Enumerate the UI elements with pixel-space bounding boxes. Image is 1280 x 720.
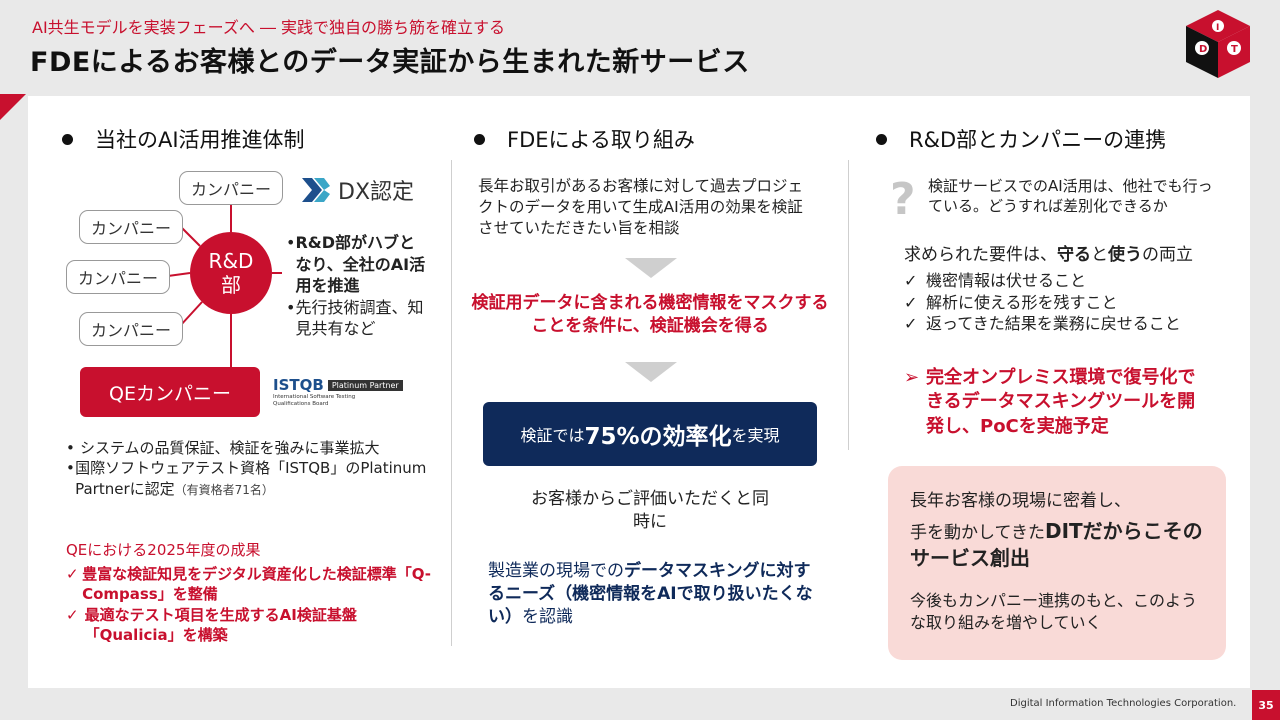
- req-post: の両立: [1142, 245, 1193, 265]
- col3-heading: R&D部とカンパニーの連携: [876, 124, 1166, 154]
- rd-hub-label: R&D 部: [208, 249, 254, 297]
- dx-logo-icon: [302, 178, 330, 202]
- col2-heading: FDEによる取り組み: [474, 124, 695, 154]
- company-box: カンパニー: [79, 312, 183, 346]
- result-post: を実現: [731, 426, 780, 445]
- check-item: ✓解析に使える形を残すこと: [904, 292, 1118, 312]
- qe-bullet-note: （有資格者71名）: [174, 482, 274, 497]
- heading-bullet: [62, 133, 73, 145]
- page-number: 35: [1252, 690, 1280, 720]
- summary-pre: 手を動かしてきた: [910, 523, 1045, 543]
- flow-arrow: [625, 362, 677, 382]
- result-item: ✓最適なテスト項目を生成するAI検証基盤「Qualicia」を構築: [66, 605, 436, 646]
- heading-bullet: [876, 133, 887, 145]
- needs-pre: 製造業の現場での: [488, 561, 624, 581]
- result-text: 豊富な検証知見をデジタル資産化した検証標準「Q-Compass」を整備: [82, 565, 432, 604]
- result-box: 検証では 75%の効率化 を実現: [483, 402, 817, 466]
- result-highlight: 75%の効率化: [584, 424, 732, 450]
- req-keyword-use: 使う: [1108, 245, 1142, 265]
- fde-evaluation: お客様からご評価いただくと同時に: [531, 489, 769, 532]
- summary-line3: 今後もカンパニー連携のもと、このような取り組みを増やしていく: [910, 591, 1198, 632]
- dit-logo: D I T: [1178, 4, 1258, 82]
- column-divider: [848, 160, 849, 450]
- hub-point-text: 先行技術調査、知見共有など: [295, 297, 424, 339]
- svg-text:I: I: [1216, 23, 1219, 33]
- flow-arrow: [625, 258, 677, 278]
- fde-needs: 製造業の現場でのデータマスキングに対するニーズ（機密情報をAIで取り扱いたくない…: [488, 560, 823, 629]
- fde-intro: 長年お取引があるお客様に対して過去プロジェクトのデータを用いて生成AI活用の効果…: [478, 177, 804, 237]
- col2-heading-text: FDEによる取り組み: [507, 128, 695, 152]
- hub-point: •R&D部がハブとなり、全社のAI活用を推進: [286, 233, 426, 296]
- qe-bullet-text: 国際ソフトウェアテスト資格「ISTQB」のPlatinum Partnerに認定: [75, 459, 427, 498]
- hub-points: •R&D部がハブとなり、全社のAI活用を推進 •先行技術調査、知見共有など: [286, 232, 426, 340]
- istqb-subtitle: International Software Testing Qualifica…: [273, 394, 356, 407]
- header-subtitle: AI共生モデルを実装フェーズへ ― 実践で独自の勝ち筋を確立する: [32, 18, 506, 37]
- qe-bullet: •国際ソフトウェアテスト資格「ISTQB」のPlatinum Partnerに認…: [66, 459, 427, 498]
- summary-line1: 長年お客様の現場に密着し、: [910, 491, 1131, 511]
- req-mid: と: [1091, 245, 1108, 265]
- footer-company: Digital Information Technologies Corpora…: [1010, 698, 1237, 709]
- column-divider: [451, 160, 452, 646]
- qe-bullet: •システムの品質保証、検証を強みに事業拡大: [66, 439, 380, 457]
- hub-connectors: [167, 200, 282, 367]
- summary-box: [888, 466, 1226, 660]
- svg-text:T: T: [1231, 44, 1238, 55]
- qe-bullet-text: システムの品質保証、検証を強みに事業拡大: [80, 439, 380, 457]
- istqb-badge: ISTQB Platinum Partner International Sof…: [273, 376, 423, 416]
- company-box: カンパニー: [79, 210, 183, 244]
- results-list: ✓豊富な検証知見をデジタル資産化した検証標準「Q-Compass」を整備 ✓最適…: [66, 564, 436, 645]
- page-title: FDEによるお客様とのデータ実証から生まれた新サービス: [30, 47, 750, 78]
- solution-text: 完全オンプレミス環境で復号化できるデータマスキングツールを開発し、PoCを実施予…: [926, 367, 1196, 437]
- summary-line2: 手を動かしてきたDITだからこそのサービス創出: [910, 518, 1210, 572]
- dx-badge: DX認定: [300, 174, 414, 206]
- company-box: カンパニー: [179, 171, 283, 205]
- needs-bold: データマスキングに対するニーズ（機密情報をAIで取り扱いたくない）: [488, 561, 813, 627]
- col3-heading-text: R&D部とカンパニーの連携: [909, 128, 1167, 152]
- dx-badge-label: DX認定: [338, 180, 415, 205]
- question-icon: ?: [890, 174, 916, 225]
- hub-point: •先行技術調査、知見共有など: [286, 297, 426, 340]
- result-item: ✓豊富な検証知見をデジタル資産化した検証標準「Q-Compass」を整備: [66, 564, 436, 605]
- company-box: カンパニー: [66, 260, 170, 294]
- heading-bullet: [474, 133, 485, 145]
- result-pre: 検証では: [520, 426, 585, 445]
- qe-company-box: QEカンパニー: [80, 367, 260, 417]
- result-text: 最適なテスト項目を生成するAI検証基盤「Qualicia」を構築: [84, 605, 357, 644]
- rd-hub: R&D 部: [190, 232, 272, 314]
- svg-text:D: D: [1199, 44, 1207, 55]
- solution: ➢完全オンプレミス環境で復号化できるデータマスキングツールを開発し、PoCを実施…: [904, 366, 1210, 439]
- istqb-tier: Platinum Partner: [327, 379, 403, 391]
- col1-heading: 当社のAI活用推進体制: [62, 124, 305, 154]
- corner-accent: [0, 94, 26, 120]
- fde-condition: 検証用データに含まれる機密情報をマスクすることを条件に、検証機会を得る: [471, 293, 829, 336]
- hub-point-text: R&D部がハブとなり、全社のAI活用を推進: [295, 233, 426, 296]
- needs-post: を認識: [522, 606, 573, 627]
- differentiation-question: 検証サービスでのAI活用は、他社でも行っている。どうすれば差別化できるか: [928, 177, 1213, 216]
- summary-bold: DITだからこそのサービス創出: [910, 519, 1203, 570]
- check-item: ✓機密情報は伏せること: [904, 271, 1087, 290]
- results-title: QEにおける2025年度の成果: [66, 541, 261, 559]
- qe-bullets: •システムの品質保証、検証を強みに事業拡大 •国際ソフトウェアテスト資格「IST…: [66, 438, 436, 499]
- req-pre: 求められた要件は、: [904, 245, 1057, 265]
- check-text: 返ってきた結果を業務に戻せること: [926, 314, 1181, 334]
- col1-heading-text: 当社のAI活用推進体制: [95, 128, 305, 152]
- requirements: 求められた要件は、守ると使うの両立: [904, 244, 1193, 267]
- check-item: ✓返ってきた結果を業務に戻せること: [904, 314, 1181, 334]
- requirement-checks: ✓機密情報は伏せること ✓解析に使える形を残すこと ✓返ってきた結果を業務に戻せ…: [904, 270, 1181, 335]
- req-keyword-protect: 守る: [1057, 245, 1091, 265]
- check-text: 機密情報は伏せること: [926, 271, 1087, 290]
- istqb-logo-text: ISTQB: [273, 376, 324, 394]
- check-text: 解析に使える形を残すこと: [926, 292, 1118, 312]
